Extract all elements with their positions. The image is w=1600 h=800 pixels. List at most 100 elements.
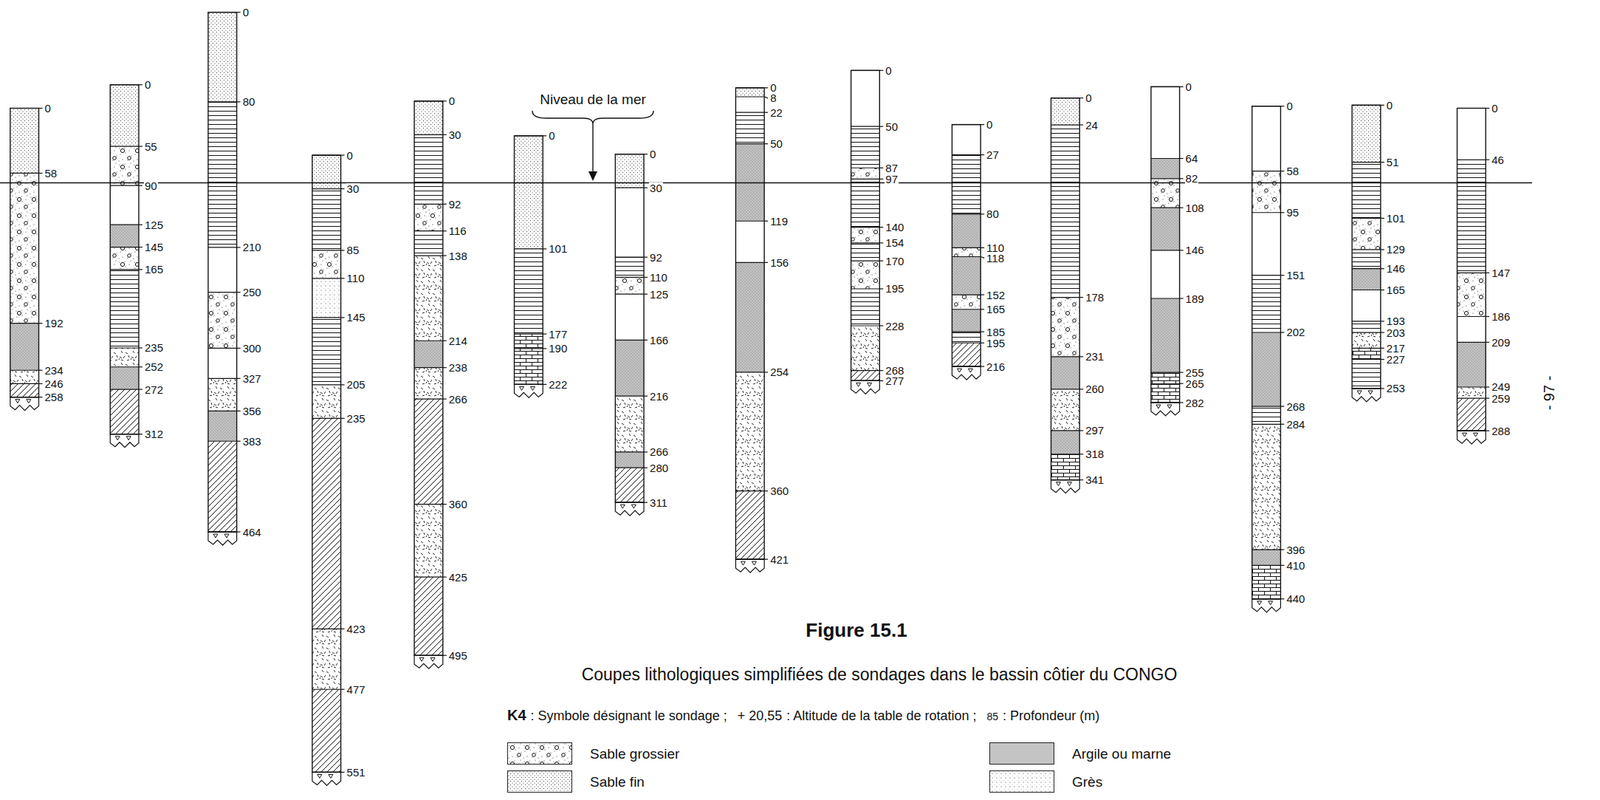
- depth-label: 235: [346, 412, 367, 424]
- lithology-layer: [312, 278, 342, 318]
- lithology-layer: [514, 248, 544, 334]
- depth-label: 192: [44, 317, 65, 329]
- depth-tick: [1179, 297, 1184, 299]
- layer-boundary: [735, 262, 765, 263]
- depth-tick: [980, 256, 985, 259]
- borehole-base: [312, 771, 342, 785]
- lithology-layer: [414, 101, 444, 135]
- depth-tick: [764, 371, 768, 373]
- depth-tick: [1280, 564, 1284, 566]
- depth-tick: [341, 316, 345, 318]
- depth-tick: [1179, 249, 1184, 251]
- lithology-layer: [951, 214, 981, 248]
- depth-label: 97: [884, 173, 899, 185]
- legend-pattern-fill: [507, 770, 572, 792]
- depth-label: 266: [448, 393, 469, 405]
- depth-tick: [1280, 170, 1284, 172]
- lithology-layer: [735, 87, 765, 97]
- borehole-column: [951, 124, 985, 380]
- lithology-layer: [1151, 158, 1180, 178]
- lithology-layer: [110, 224, 139, 247]
- lithology-layer: [735, 96, 765, 113]
- base-symbol: [1357, 390, 1373, 395]
- layer-boundary: [208, 246, 238, 248]
- layer-boundary: [514, 347, 544, 349]
- layer-boundary: [851, 380, 881, 381]
- layer-boundary: [1351, 332, 1381, 333]
- layer-boundary: [1252, 598, 1282, 599]
- lithology-layer: [414, 231, 444, 256]
- depth-tick: [1485, 341, 1490, 343]
- layer-boundary: [951, 293, 981, 295]
- depth-label: 30: [346, 183, 361, 195]
- base-symbol: [1156, 404, 1172, 409]
- depth-label: 255: [1185, 366, 1205, 379]
- depth-label: 0: [1285, 100, 1293, 112]
- depth-label: 58: [1285, 165, 1300, 177]
- depth-label: 252: [143, 361, 164, 373]
- depth-tick: [1485, 107, 1490, 109]
- lithology-layer: [1252, 212, 1282, 276]
- depth-tick: [879, 369, 884, 371]
- layer-boundary: [615, 502, 644, 503]
- depth-tick: [980, 124, 985, 125]
- depth-label: 140: [884, 221, 905, 233]
- depth-label: 0: [1185, 81, 1193, 93]
- depth-tick: [341, 628, 345, 630]
- depth-tick: [980, 330, 985, 332]
- borehole-outline: [312, 155, 342, 772]
- layer-boundary: [951, 365, 981, 367]
- depth-label: 165: [143, 263, 164, 275]
- layer-boundary: [735, 95, 765, 97]
- lithology-layer: [312, 628, 342, 689]
- depth-label: 186: [1490, 310, 1511, 322]
- depth-label: 423: [346, 623, 367, 635]
- depth-tick: [1380, 104, 1385, 106]
- layer-boundary: [110, 366, 139, 367]
- lithology-layer: [10, 107, 40, 173]
- depth-label: 151: [1285, 269, 1306, 281]
- depth-tick: [1280, 548, 1284, 550]
- depth-tick: [1485, 397, 1490, 399]
- depth-label: 129: [1385, 243, 1406, 255]
- borehole-column: [414, 101, 447, 669]
- depth-tick: [1380, 161, 1385, 163]
- lithology-layer: [851, 242, 881, 261]
- legend-pattern: [507, 742, 572, 764]
- lithology-layer: [208, 101, 238, 248]
- depth-label: 46: [1490, 154, 1505, 166]
- layer-boundary: [1151, 383, 1180, 384]
- arrow-shaft: [592, 124, 593, 175]
- borehole-column: [1351, 104, 1385, 402]
- layer-boundary: [1252, 564, 1282, 566]
- depth-tick: [1380, 248, 1385, 250]
- borehole-column: [514, 135, 548, 398]
- depth-label: 24: [1084, 119, 1099, 131]
- layer-boundary: [110, 224, 139, 226]
- depth-tick: [39, 396, 43, 398]
- lithology-layer: [1252, 106, 1282, 172]
- lithology-layer: [414, 255, 444, 341]
- lithology-layer: [1351, 347, 1381, 359]
- layer-boundary: [10, 383, 40, 384]
- depth-label: 300: [242, 342, 263, 354]
- layer-boundary: [1351, 248, 1381, 250]
- base-symbol: [956, 368, 973, 373]
- depth-tick: [341, 154, 345, 156]
- depth-label: 51: [1385, 156, 1400, 168]
- layer-boundary: [615, 293, 644, 295]
- depth-tick: [879, 167, 884, 169]
- lithology-layer: [312, 417, 342, 629]
- layer-boundary: [312, 188, 342, 190]
- layer-boundary: [414, 230, 444, 232]
- depth-label: 277: [884, 375, 905, 387]
- lithology-layer: [951, 256, 981, 296]
- lithology-layer: [1457, 386, 1487, 398]
- depth-label: 396: [1285, 544, 1306, 556]
- layer-boundary: [735, 112, 765, 113]
- layer-boundary: [851, 178, 881, 180]
- borehole-base: [10, 397, 40, 411]
- layer-boundary: [851, 369, 881, 371]
- depth-tick: [764, 87, 768, 88]
- legend-note: : Profondeur (m): [1002, 708, 1100, 724]
